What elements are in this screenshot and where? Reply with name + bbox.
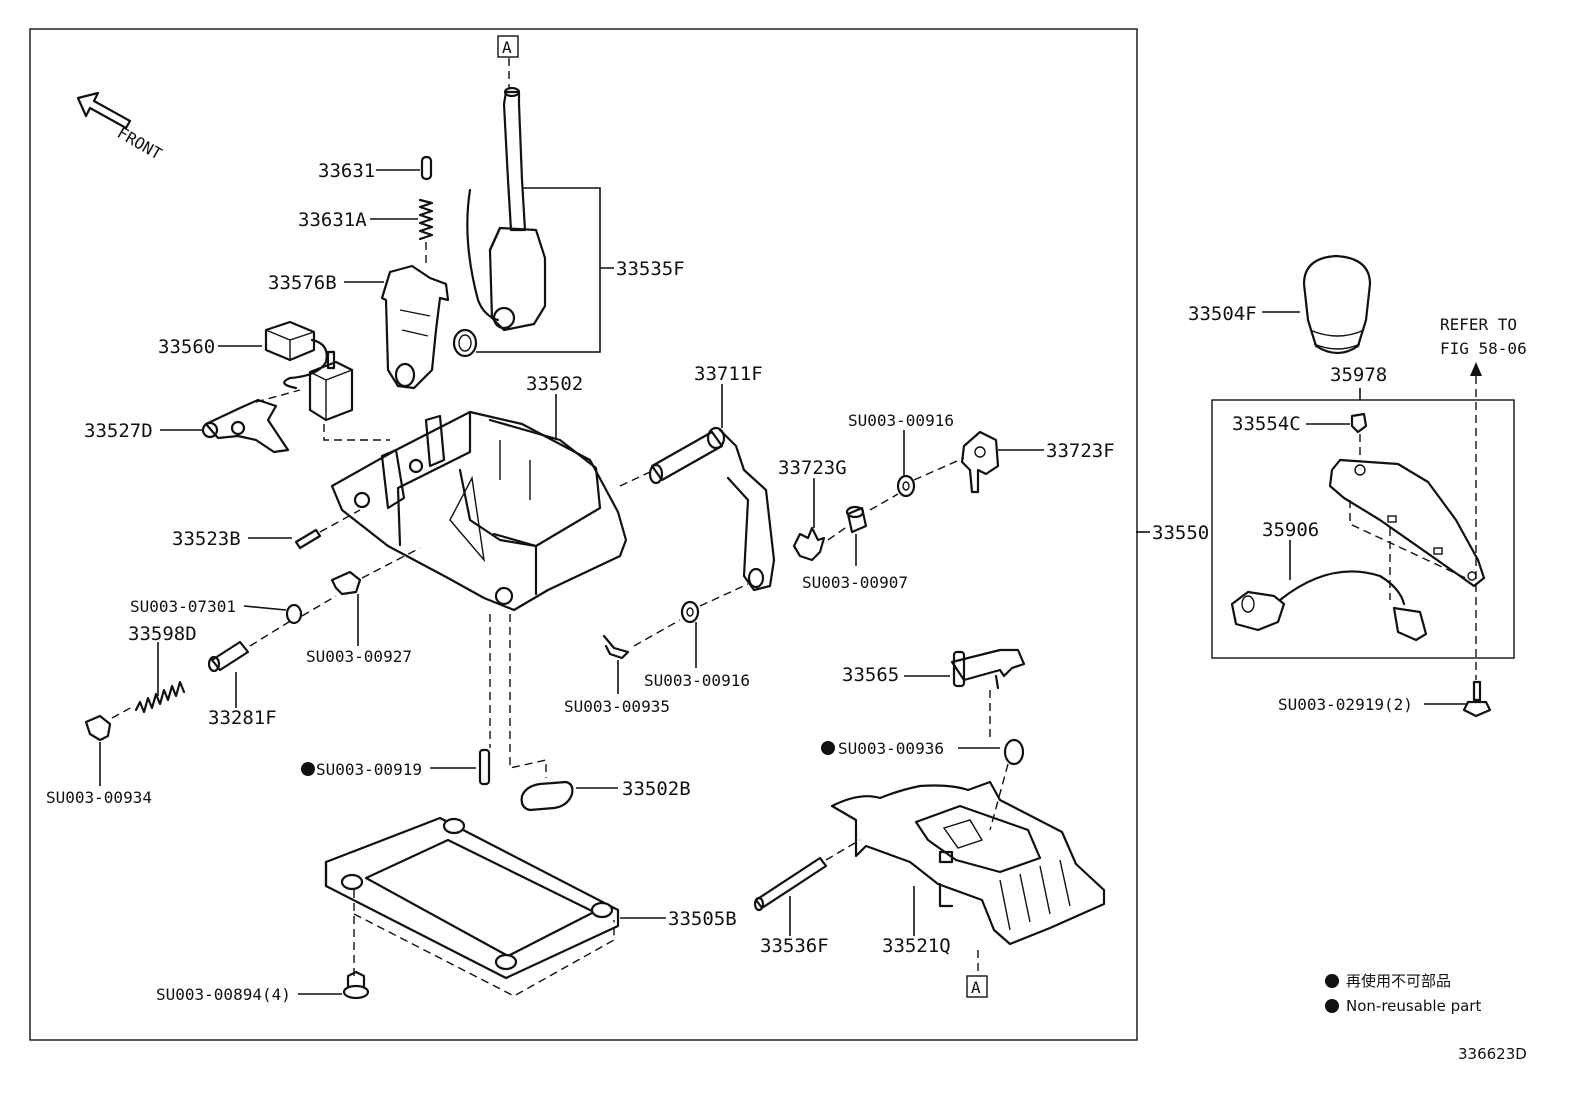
label-33723F: 33723F [1046,440,1115,462]
clip-00934-part [84,714,112,742]
label-33527D: 33527D [84,420,153,442]
label-33502: 33502 [526,373,583,395]
label-02919: SU003-02919(2) [1278,695,1413,714]
washer-07301-part [285,603,303,625]
label-33521Q: 33521Q [882,935,951,957]
clip-33723F-part [960,430,1000,494]
label-33281F: 33281F [208,707,277,729]
label-33576B: 33576B [268,272,337,294]
label-35906: 35906 [1262,519,1319,541]
solenoid-33560-part [264,320,354,422]
front-arrow-icon [76,91,132,130]
bulb-33554C-part [1350,412,1368,434]
switch-33565-part [950,648,1026,690]
legend-jp: 再使用不可部品 [1346,972,1451,990]
label-33598D: 33598D [128,623,197,645]
legend: 再使用不可部品 Non-reusable part [1325,972,1481,1015]
label-00916-top: SU003-00916 [848,411,954,430]
cotter-00935-part [602,634,630,660]
pin-00919-part [478,748,491,786]
refer-to-line2: FIG 58-06 [1440,339,1527,358]
plunger-33281F-part [207,640,250,673]
spring-33631A-part [418,198,434,241]
refer-arrow-icon [1470,362,1482,376]
label-35978: 35978 [1330,364,1387,386]
non-reusable-mark-00919 [301,762,315,776]
label-33502B: 33502B [622,778,691,800]
label-00894: SU003-00894(4) [156,985,291,1004]
non-reusable-mark-00936 [821,741,835,755]
assembly-35978-frame [1211,399,1515,659]
front-label: FRONT [114,123,166,164]
screw-02919-part [1462,680,1492,718]
refer-to-line1: REFER TO [1440,315,1517,334]
lever-33527D-part [201,398,290,454]
gasket-33505B-part [324,816,620,980]
label-33504F: 33504F [1188,303,1257,325]
label-00916-lower: SU003-00916 [644,671,750,690]
label-00936: SU003-00936 [838,739,944,758]
label-33723G: 33723G [778,457,847,479]
label-33505B: 33505B [668,908,737,930]
base-bracket-33502-part [330,410,628,612]
label-33535F: 33535F [616,258,685,280]
label-33523B: 33523B [172,528,241,550]
bracket-33576B-part [380,264,450,390]
label-00934: SU003-00934 [46,788,152,807]
pin-33631-part [420,155,433,181]
harness-35906-part [1230,570,1428,642]
shift-lever-part [452,86,547,358]
label-33631A: 33631A [298,209,367,231]
main-frame [29,28,1138,1041]
label-00919: SU003-00919 [316,760,422,779]
washer-00916-top-part [896,474,916,498]
label-33631: 33631 [318,160,375,182]
collar-00907-part [845,505,868,534]
washer-00916-lower-part [680,600,700,624]
washer-00936-part [1003,738,1025,766]
indicator-33521Q-part [830,780,1106,946]
svg-text:A: A [971,978,981,997]
label-33711F: 33711F [694,363,763,385]
label-33560: 33560 [158,336,215,358]
legend-en: Non-reusable part [1346,997,1481,1015]
label-33565: 33565 [842,664,899,686]
label-00907: SU003-00907 [802,573,908,592]
label-00927: SU003-00927 [306,647,412,666]
label-33554C: 33554C [1232,413,1301,435]
label-33536F: 33536F [760,935,829,957]
shaft-33711F-part [648,426,776,592]
clip-00927-part [330,570,362,596]
pin-33523B-part [294,528,322,550]
gear-33723G-part [792,526,826,562]
legend-mark-2 [1325,999,1339,1013]
indicator-plate-part [1328,458,1486,588]
ref-marker-a-bottom: A [966,975,988,998]
legend-mark-1 [1325,974,1339,988]
label-33550: 33550 [1152,522,1209,544]
ref-marker-a-top: A [497,35,519,58]
bolt-00894-part [342,970,370,1000]
label-00935: SU003-00935 [564,697,670,716]
pad-33502B-part [520,780,574,812]
label-07301: SU003-07301 [130,597,236,616]
figure-id: 336623D [1458,1045,1527,1063]
knob-33504F-part [1302,254,1372,355]
spring-33598D-part [134,680,186,714]
svg-text:A: A [502,38,512,57]
pin-33536F-part [753,856,828,912]
